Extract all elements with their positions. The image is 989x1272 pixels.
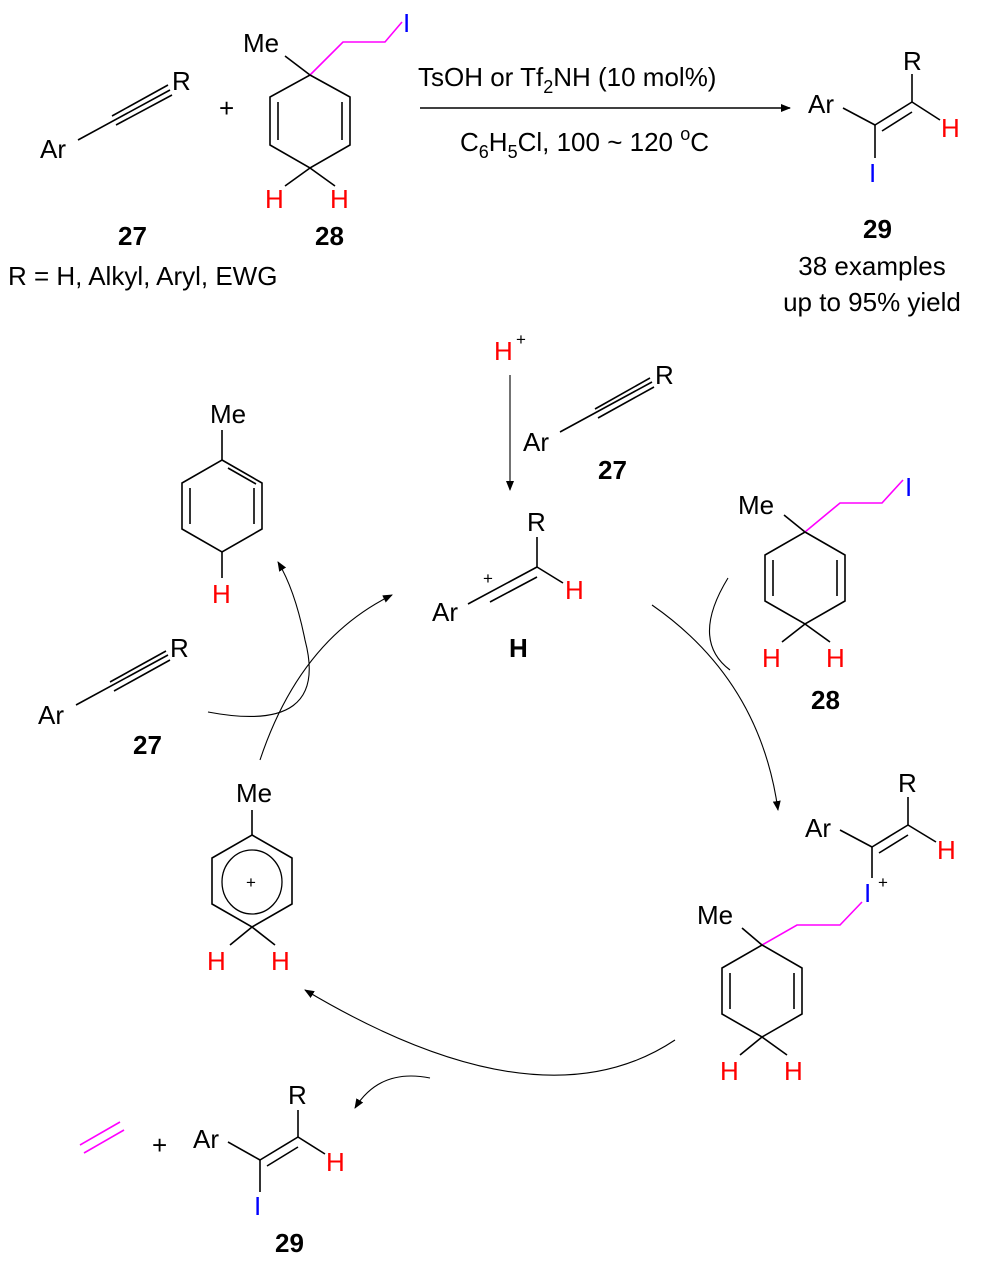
compound-number: 28 [315, 221, 344, 251]
compound-number: 28 [811, 685, 840, 715]
compound-number: 27 [133, 730, 162, 760]
arrow-to-iodonium [651, 604, 781, 811]
examples-count: 38 examples [798, 251, 945, 281]
intermediate-label: H [509, 633, 528, 663]
positive-charge: + [483, 569, 493, 588]
positive-charge: + [878, 873, 888, 892]
ethylene [79, 1121, 125, 1154]
hydrogen-label: H [941, 113, 960, 143]
hydrogen-label: H [265, 184, 284, 214]
compound-number: 29 [275, 1228, 304, 1258]
reaction-arrow: TsOH or Tf2NH (10 mol%) C6H5Cl, 100 ~ 12… [418, 62, 791, 162]
r-group-label: R [898, 768, 917, 798]
arrow-reagent-entry [709, 577, 731, 671]
r-group-label: R [527, 507, 546, 537]
plus-sign: + [152, 1130, 167, 1160]
hydrogen-label: H [762, 643, 781, 673]
hydrogen-label: H [565, 575, 584, 605]
proton: H + [494, 330, 526, 491]
reactant-alkyne-27: Ar R 27 [40, 66, 191, 251]
hydrogen-label: H [720, 1056, 739, 1086]
iodine-label: I [254, 1191, 261, 1221]
compound-number: 29 [863, 214, 892, 244]
methyl-label: Me [697, 900, 733, 930]
r-group-label: R [172, 66, 191, 96]
methyl-label: Me [236, 778, 272, 808]
cycle-arrows [207, 561, 781, 1109]
hydrogen-label: H [330, 184, 349, 214]
alkyne-27-top: Ar R 27 [523, 360, 674, 485]
iodine-label: I [403, 8, 410, 38]
r-group-definition: R = H, Alkyl, Aryl, EWG [8, 261, 277, 291]
aryl-label: Ar [40, 134, 66, 164]
hydrogen-label: H [937, 835, 956, 865]
aryl-label: Ar [38, 700, 64, 730]
reagent-28-right: Me I H H 28 [738, 472, 912, 715]
aryl-label: Ar [808, 89, 834, 119]
iodine-label: I [864, 878, 871, 908]
iodine-label: I [869, 158, 876, 188]
methyl-label: Me [210, 399, 246, 429]
hydrogen-label: H [207, 946, 226, 976]
compound-number: 27 [598, 455, 627, 485]
alkyne-27-left: Ar R 27 [38, 633, 189, 760]
compound-number: 27 [118, 221, 147, 251]
hydrogen-label: H [784, 1056, 803, 1086]
aryl-label: Ar [193, 1124, 219, 1154]
methyl-label: Me [738, 490, 774, 520]
arrow-to-products [354, 1075, 431, 1109]
aryl-label: Ar [523, 427, 549, 457]
hydrogen-label: H [826, 643, 845, 673]
positive-charge: + [516, 330, 526, 349]
arrow-to-toluene [207, 561, 310, 717]
hydrogen-label: H [271, 946, 290, 976]
catalyst-conditions: TsOH or Tf2NH (10 mol%) [418, 62, 716, 97]
reactant-diene-28: Me I H H 28 [243, 8, 410, 251]
product-vinyl-iodide-29: Ar R H I 29 38 examples up to 95% yield [783, 46, 961, 317]
arrow-to-vinyl-cation [259, 594, 393, 761]
aryl-label: Ar [432, 597, 458, 627]
vinyl-cation-H: Ar + R H H [432, 507, 584, 663]
iodine-label: I [905, 472, 912, 502]
r-group-label: R [655, 360, 674, 390]
toluene: Me H [181, 399, 263, 609]
cycle-products: + Ar R H I 29 [79, 1080, 345, 1258]
proton-label: H [494, 336, 513, 366]
aryl-label: Ar [805, 813, 831, 843]
arrow-to-arenium [304, 989, 676, 1076]
yield-note: up to 95% yield [783, 287, 961, 317]
solvent-temperature: C6H5Cl, 100 ~ 120 oC [460, 124, 709, 162]
hydrogen-label: H [212, 579, 231, 609]
methyl-label: Me [243, 28, 279, 58]
positive-charge: + [246, 873, 256, 892]
r-group-label: R [288, 1080, 307, 1110]
r-group-label: R [903, 46, 922, 76]
arenium-cation: Me + H H [207, 778, 293, 976]
iodonium-intermediate: R Ar H I + Me H H [697, 768, 956, 1086]
r-group-label: R [170, 633, 189, 663]
plus-sign: + [219, 93, 234, 123]
hydrogen-label: H [326, 1147, 345, 1177]
